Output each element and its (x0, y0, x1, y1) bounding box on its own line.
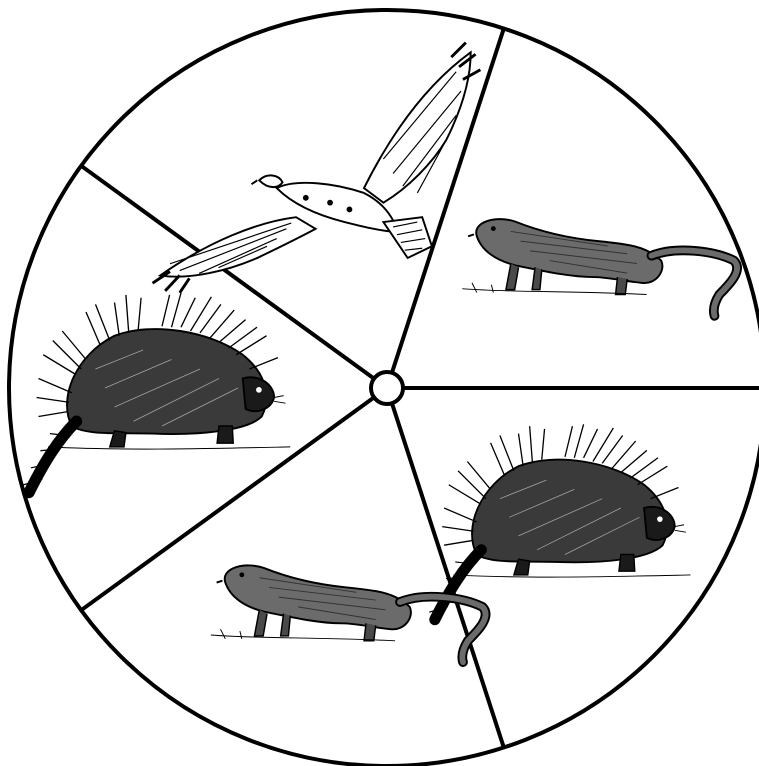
weasel-icon (211, 565, 486, 662)
spinner-hub (371, 372, 403, 404)
porcupine-icon (23, 293, 290, 493)
wedge-divider-2 (392, 403, 504, 747)
weasel-icon (462, 219, 737, 316)
porcupine-icon (429, 424, 690, 619)
animal-illustrations (23, 43, 737, 663)
